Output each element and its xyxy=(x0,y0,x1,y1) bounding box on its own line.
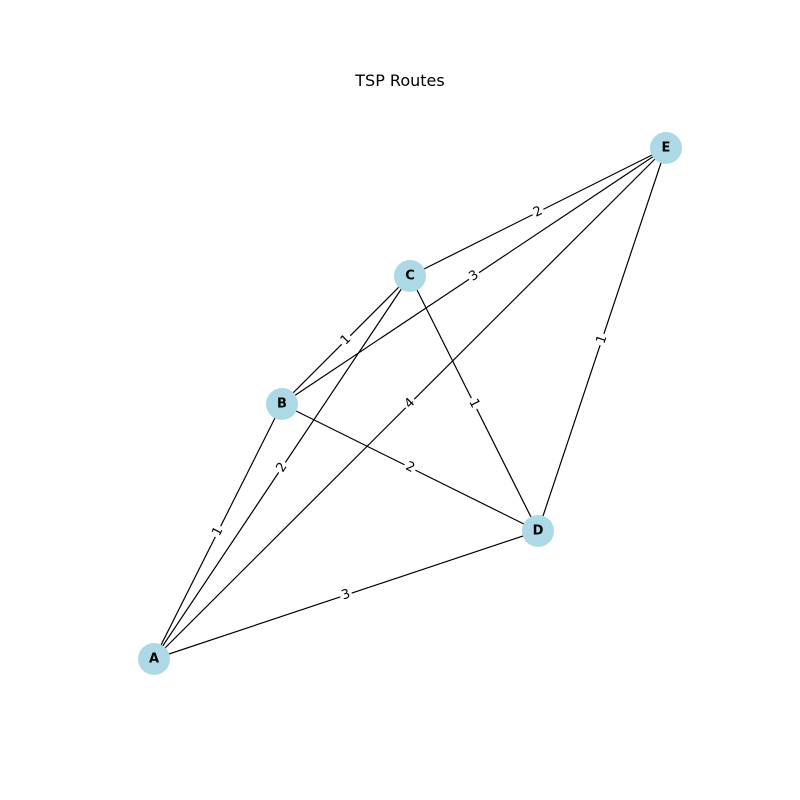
edge-label-C-E: 2 xyxy=(529,202,547,222)
node-E: E xyxy=(650,132,682,164)
edge-label-background xyxy=(400,393,420,414)
edge-label-C-D: 1 xyxy=(464,394,484,413)
node-circle xyxy=(522,515,554,547)
edge-label-A-C: 2 xyxy=(272,458,292,477)
edge-label-background xyxy=(337,585,355,605)
edge-label-A-E: 4 xyxy=(400,393,420,414)
edge-label-background xyxy=(529,202,547,222)
node-C: C xyxy=(394,260,426,292)
node-A: A xyxy=(138,643,170,675)
edge-label-background xyxy=(592,331,612,348)
edge-label-background xyxy=(336,330,356,350)
node-circle xyxy=(650,132,682,164)
node-circle xyxy=(394,260,426,292)
node-B: B xyxy=(266,388,298,420)
node-label: C xyxy=(405,269,415,284)
node-label: D xyxy=(533,524,544,539)
edge-label-A-B: 1 xyxy=(208,522,228,541)
edge-label-background xyxy=(464,266,484,286)
edge-label-background xyxy=(464,394,484,413)
node-label: B xyxy=(277,397,287,412)
node-label: A xyxy=(149,652,159,667)
figure-title: TSP Routes xyxy=(355,71,445,90)
edge-label-A-D: 3 xyxy=(337,585,355,605)
nodes-layer: A B C D E xyxy=(138,132,682,675)
edge-label-B-C: 1 xyxy=(336,330,356,350)
node-D: D xyxy=(522,515,554,547)
node-label: E xyxy=(662,141,671,156)
edge-label-D-E: 1 xyxy=(592,331,612,348)
edge-label-B-D: 2 xyxy=(401,457,419,478)
node-circle xyxy=(266,388,298,420)
edge-label-background xyxy=(208,522,228,541)
edge-labels-layer: 1 2 3 4 1 2 3 1 2 1 xyxy=(208,202,612,605)
edge-label-B-E: 3 xyxy=(464,266,484,286)
node-circle xyxy=(138,643,170,675)
edge-label-background xyxy=(401,457,419,478)
edge-label-background xyxy=(272,458,292,477)
